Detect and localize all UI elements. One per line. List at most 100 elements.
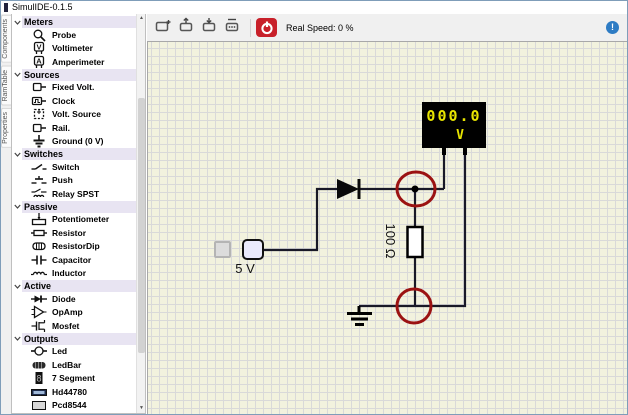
section-label: Sources [22,68,136,81]
info-button[interactable]: ! [606,21,619,34]
capacitor-icon [31,253,47,267]
dock-tab-properties[interactable]: Properties [1,108,11,149]
save-as-circuit-icon [224,17,241,38]
sidebar-item-label: ResistorDip [52,241,100,252]
wire-bottom-to-voltmeter-right-pin[interactable] [359,148,467,308]
voltmeter-probe-negative[interactable] [395,287,433,325]
push-icon [31,173,47,187]
dock-tab-ramtable[interactable]: RamTable [1,65,11,106]
sidebar-item-label: 7 Segment [52,373,95,384]
svg-text:8: 8 [36,374,41,384]
sidebar-item-ground-0-v[interactable]: Ground (0 V) [12,135,136,149]
real-speed-label: Real Speed: 0 % [286,22,354,33]
sidebar-item-volt-source[interactable]: Volt. Source [12,108,136,122]
led-icon [31,344,47,358]
voltmeter-display[interactable]: 000.0 V [422,102,486,148]
sidebar-item-potentiometer[interactable]: Potentiometer [12,213,136,227]
scroll-down-icon[interactable]: ▼ [139,405,144,411]
section-header-active[interactable]: Active [12,280,136,292]
volt-source-icon [31,107,47,121]
section-header-outputs[interactable]: Outputs [12,332,136,345]
opamp-icon [31,305,47,319]
sidebar-scrollbar[interactable]: ▲ ▼ [136,14,145,413]
voltage-source-component[interactable] [242,239,264,260]
save-circuit-button[interactable] [199,18,219,38]
open-circuit-button[interactable] [176,17,196,38]
sidebar-item-label: Fixed Volt. [52,82,95,93]
app-icon [4,3,8,12]
diode-icon [31,292,47,306]
sidebar-item-label: LedBar [52,359,82,370]
main-toolbar: Real Speed: 0 % ! [147,14,627,41]
hd44780-icon [31,385,47,399]
sidebar-item-led[interactable]: Led [12,345,136,359]
voltage-source-label: 5 V [235,261,255,276]
dock-tab-components[interactable]: Components [1,15,11,63]
sidebar-item-hd44780[interactable]: Hd44780 [12,385,136,399]
sidebar-item-resistordip[interactable]: ResistorDip [12,240,136,254]
diode-triangle [337,179,359,199]
scroll-up-icon[interactable]: ▲ [139,15,144,21]
sidebar-item-label: Diode [52,293,76,304]
sidebar-item-label: Push [52,175,73,186]
sidebar-item-probe[interactable]: Probe [12,28,136,42]
section-header-sources[interactable]: Sources [12,68,136,81]
sidebar-item-label: Resistor [52,227,87,238]
wire-source-to-diode[interactable] [264,187,337,252]
source-toggle-button[interactable] [214,241,231,258]
svg-text:A: A [36,56,42,65]
section-header-meters[interactable]: Meters [12,16,136,28]
switch-icon [31,160,47,174]
section-header-switches[interactable]: Switches [12,148,136,160]
sidebar-item-push[interactable]: Push [12,174,136,188]
sidebar-item-7-segment[interactable]: 8 7 Segment [12,372,136,386]
save-circuit-icon [201,17,218,38]
sidebar-item-inductor[interactable]: Inductor [12,267,136,281]
voltmeter-probe-positive[interactable] [395,170,437,208]
power-icon [260,21,273,34]
wires[interactable] [264,148,467,308]
sidebar-item-opamp[interactable]: OpAmp [12,305,136,320]
sidebar-item-diode[interactable]: Diode [12,292,136,306]
new-circuit-button[interactable] [153,18,173,38]
sidebar-item-rail[interactable]: Rail. [12,121,136,135]
sidebar-item-capacitor[interactable]: Capacitor [12,253,136,267]
amperimeter-icon: A [31,55,47,69]
sidebar-item-label: Pcd8544 [52,400,87,411]
sidebar-item-switch[interactable]: Switch [12,160,136,174]
diode-component[interactable] [337,179,361,199]
sidebar-item-resistor[interactable]: Resistor [12,226,136,240]
sidebar-item-clock[interactable]: Clock [12,94,136,108]
ground-icon [31,134,47,148]
section-label: Active [22,280,136,292]
scrollbar-thumb[interactable] [138,98,145,353]
sidebar-item-label: OpAmp [52,307,83,318]
clock-icon [31,94,47,108]
potentiometer-icon [31,212,47,226]
pcd8544-icon [31,398,47,412]
svg-text:V: V [36,43,41,52]
power-button[interactable] [256,18,277,37]
chevron-down-icon [12,204,22,209]
chevron-down-icon [12,20,22,25]
circuit-canvas[interactable]: 000.0 V 5 V 100 Ω [147,41,627,414]
sidebar-item-ledbar[interactable]: LedBar [12,358,136,372]
section-header-passive[interactable]: Passive [12,200,136,213]
resistor-component[interactable] [406,225,424,259]
window-title: SimulIDE-0.1.5 [12,2,73,12]
ground-component[interactable] [347,306,372,326]
sidebar-item-relay-spst[interactable]: Relay SPST [12,187,136,201]
7segment-icon: 8 [31,371,47,385]
sidebar-item-pcd8544[interactable]: Pcd8544 [12,399,136,413]
sidebar-item-fixed-volt[interactable]: Fixed Volt. [12,81,136,95]
section-label: Outputs [22,332,136,345]
sidebar-item-label: Capacitor [52,254,92,265]
sidebar-item-mosfet[interactable]: Mosfet [12,319,136,333]
save-circuit-as-button[interactable] [222,18,242,38]
